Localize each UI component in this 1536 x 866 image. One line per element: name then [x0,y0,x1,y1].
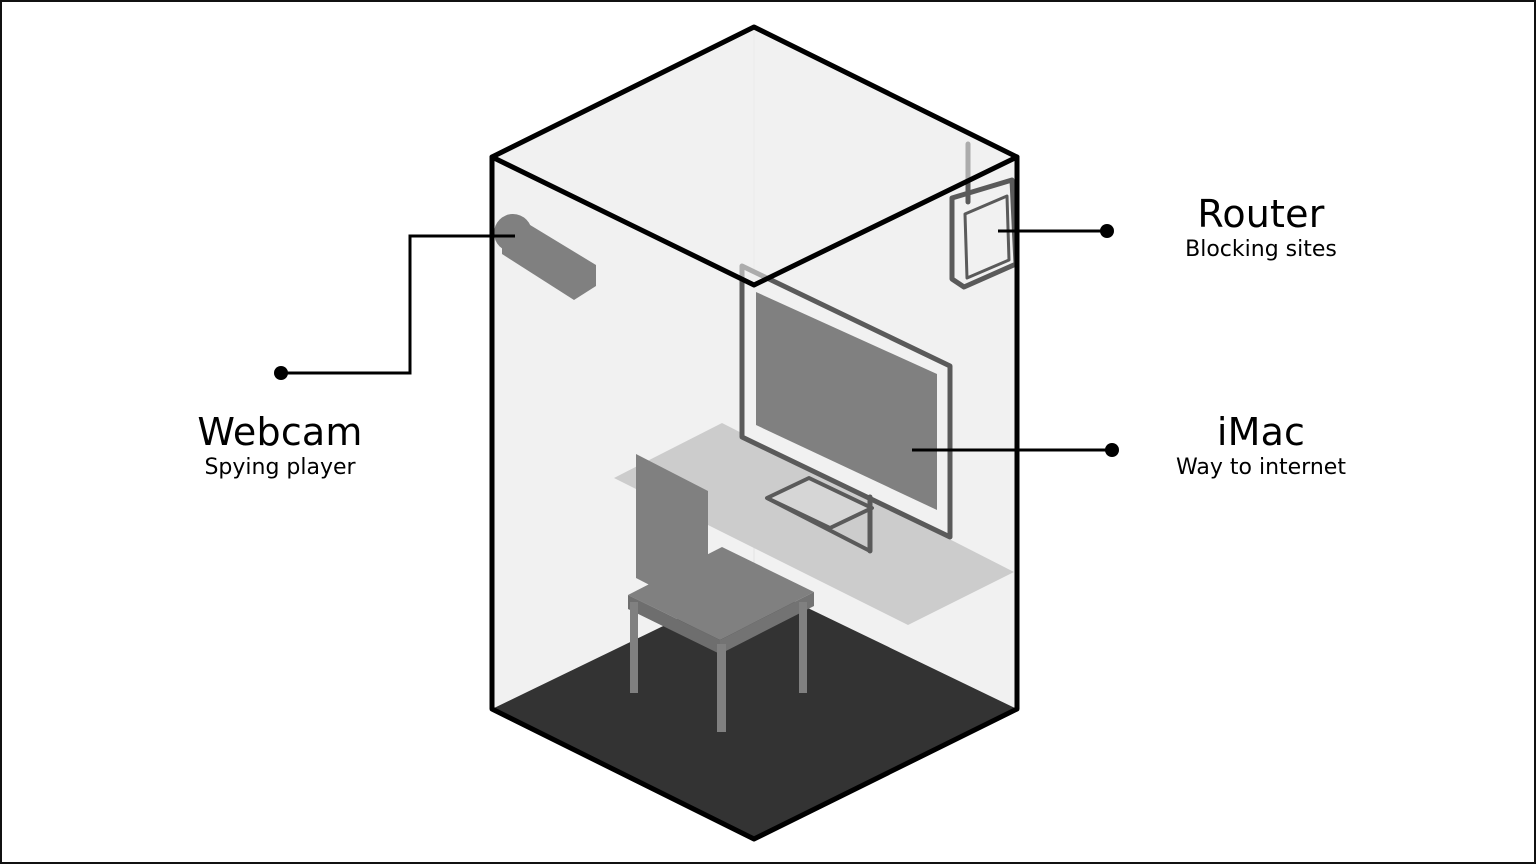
webcam-leader-dot [274,366,288,380]
router-leader-dot [1100,224,1114,238]
chair-icon [628,454,814,732]
room-box-outline [489,24,1020,842]
webcam-leader-line [281,234,515,375]
router-title: Router [1197,192,1325,236]
imac-subtitle: Way to internet [1176,455,1346,480]
imac-label: iMac Way to internet [1111,410,1411,482]
router-label: Router Blocking sites [1111,192,1411,264]
imac-leader-dot [1105,443,1119,457]
imac-title: iMac [1216,410,1306,454]
router-icon [949,141,1019,290]
imac-icon [739,263,953,554]
router-subtitle: Blocking sites [1185,237,1337,262]
leader-lines [281,229,1112,452]
floor [492,582,1017,839]
webcam-subtitle: Spying player [204,455,356,480]
webcam-title: Webcam [197,410,363,454]
webcam-icon [494,214,596,300]
webcam-label: Webcam Spying player [130,410,430,482]
